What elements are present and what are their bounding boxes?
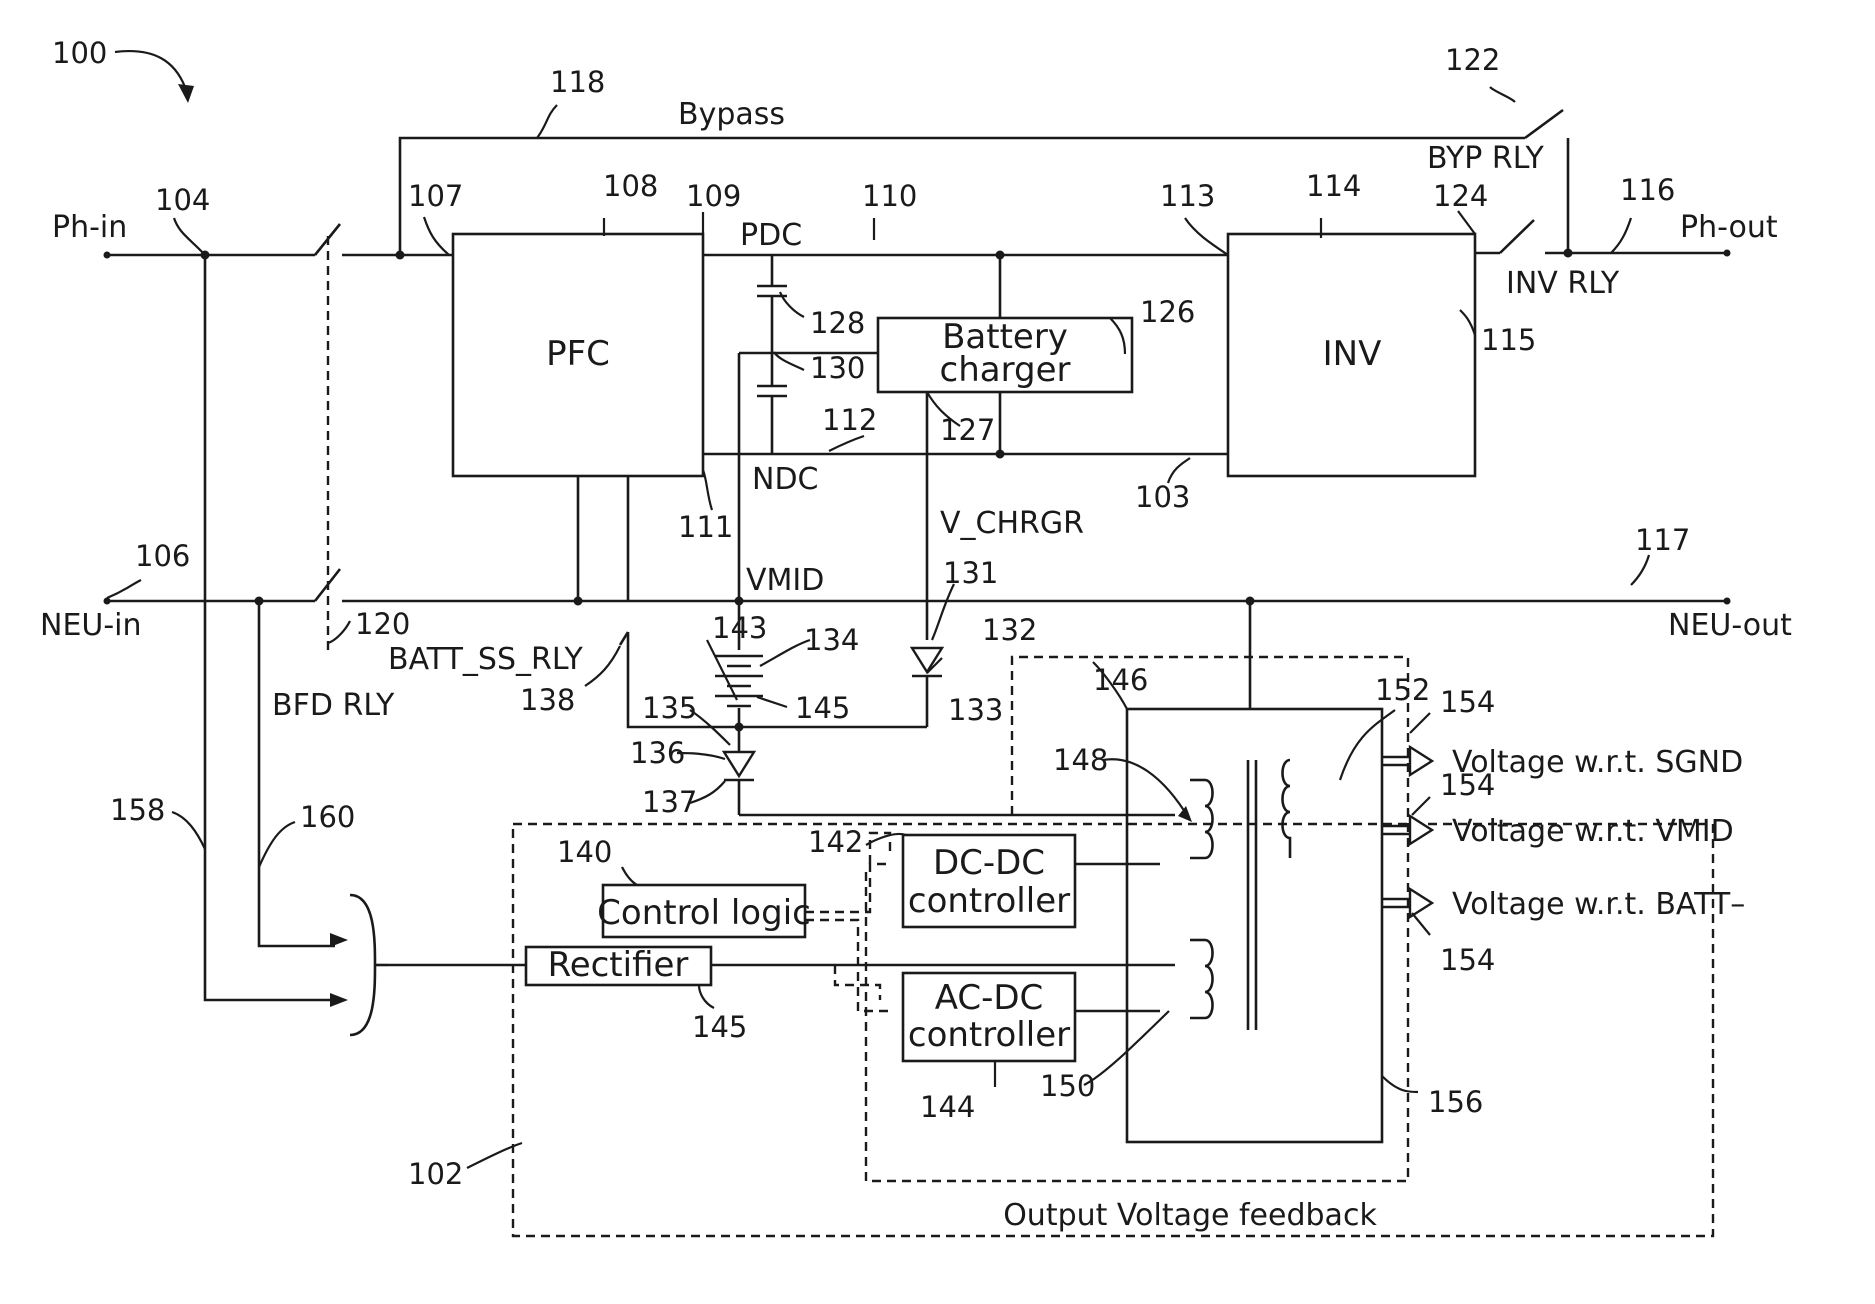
reference-numerals: 100 104 106 107 108 109 110 111 112 113 … — [52, 36, 1690, 1191]
control-logic-label: Control logic — [597, 893, 811, 933]
rectifier-label: Rectifier — [548, 945, 689, 985]
output-label-batt: Voltage w.r.t. BATT– — [1452, 887, 1745, 922]
rectifier-block: Rectifier — [526, 945, 711, 985]
acdc-controller-block: AC-DC controller — [903, 973, 1075, 1061]
output-labels: Voltage w.r.t. SGND Voltage w.r.t. VMID … — [1003, 745, 1745, 1233]
ref-pdc-rail: 110 — [862, 179, 917, 213]
ref-ph-out-node: 116 — [1620, 173, 1675, 207]
ref-pfc-out-p: 109 — [686, 179, 741, 213]
byp-rly-label: BYP RLY — [1427, 141, 1544, 176]
ref-neu-out-node: 117 — [1635, 523, 1690, 557]
ref-neu-in-node: 106 — [135, 539, 190, 573]
ref-wire-b: 160 — [300, 800, 355, 834]
transformer-block — [1127, 709, 1382, 1142]
inv-label: INV — [1323, 334, 1382, 374]
ref-control-logic: 140 — [557, 835, 612, 869]
ref-pfc: 108 — [603, 169, 658, 203]
ref-batt-relay: 138 — [520, 683, 575, 717]
ref-diode2: 136 — [630, 736, 685, 770]
v-chrgr-label: V_CHRGR — [940, 506, 1084, 541]
ref-inv: 114 — [1306, 169, 1361, 203]
batt-ss-rly-label: BATT_SS_RLY — [388, 642, 584, 677]
charger-label-line2: charger — [940, 350, 1071, 390]
winding-ac — [1190, 940, 1213, 1018]
feedback-label: Output Voltage feedback — [1003, 1198, 1377, 1233]
dcdc-controller-block: DC-DC controller — [903, 835, 1075, 927]
ref-winding-ac: 150 — [1040, 1069, 1095, 1103]
ref-winding-secondary: 152 — [1375, 673, 1430, 707]
ref-cap-top: 128 — [810, 306, 865, 340]
ref-inv-out: 115 — [1481, 323, 1536, 357]
acdc-label-line1: AC-DC — [935, 978, 1044, 1018]
ref-transformer: 146 — [1093, 663, 1148, 697]
ref-cap-bottom: 130 — [810, 351, 865, 385]
pdc-label: PDC — [740, 218, 802, 253]
ref-feedback: 156 — [1428, 1085, 1483, 1119]
bfd-rly-label: BFD RLY — [272, 688, 395, 723]
acdc-label-line2: controller — [908, 1015, 1070, 1055]
control-logic-block: Control logic — [597, 885, 811, 937]
ref-diode2-a: 135 — [642, 691, 697, 725]
ref-power-supply: 102 — [408, 1157, 463, 1191]
ref-bfd-relay: 120 — [355, 607, 410, 641]
output-label-sgnd: Voltage w.r.t. SGND — [1452, 745, 1743, 780]
bypass-label: Bypass — [678, 97, 785, 132]
ref-battery-bottom: 145 — [795, 691, 850, 725]
ref-outputs-bottom: 154 — [1440, 943, 1495, 977]
battery-134 — [715, 656, 763, 706]
ref-winding-primary: 148 — [1053, 743, 1108, 777]
ref-ph-in-node: 104 — [155, 183, 210, 217]
ref-diode-b: 133 — [948, 693, 1003, 727]
inverter-block: INV — [1228, 234, 1475, 476]
ph-out-label: Ph-out — [1680, 210, 1778, 245]
ref-wire-a: 158 — [110, 793, 165, 827]
ref-charger-out: 127 — [940, 413, 995, 447]
ref-acdc: 144 — [920, 1090, 975, 1124]
wiring — [107, 110, 1727, 1011]
ref-pfc-out-n: 111 — [678, 510, 733, 544]
input-brace — [350, 895, 375, 1035]
neu-in-label: NEU-in — [40, 608, 142, 643]
pfc-block: PFC — [453, 234, 703, 476]
ph-in-label: Ph-in — [52, 210, 127, 245]
ref-outputs-top: 154 — [1440, 685, 1495, 719]
inv-rly-label: INV RLY — [1506, 266, 1620, 301]
ref-diode2-b: 137 — [642, 785, 697, 819]
ref-diode: 132 — [982, 613, 1037, 647]
ref-byp-relay: 122 — [1445, 43, 1500, 77]
ref-ndc-rail: 112 — [822, 403, 877, 437]
ndc-label: NDC — [752, 462, 819, 497]
output-label-vmid: Voltage w.r.t. VMID — [1452, 814, 1734, 849]
ref-inv-relay: 124 — [1433, 179, 1488, 213]
winding-secondary — [1283, 760, 1291, 858]
ref-pfc-in: 107 — [408, 179, 463, 213]
ref-inv-in-n: 103 — [1135, 480, 1190, 514]
winding-primary — [1190, 780, 1213, 858]
neu-out-label: NEU-out — [1668, 608, 1792, 643]
junction-dots — [104, 249, 1731, 732]
ref-outputs-mid: 154 — [1440, 768, 1495, 802]
pfc-label: PFC — [546, 334, 610, 374]
dcdc-label-line1: DC-DC — [933, 843, 1045, 883]
ref-diode-a: 131 — [943, 556, 998, 590]
ref-inv-in-p: 113 — [1160, 179, 1215, 213]
ref-dcdc: 142 — [808, 825, 863, 859]
ref-battery: 134 — [804, 623, 859, 657]
ref-battery-top: 143 — [712, 611, 767, 645]
ref-fig: 100 — [52, 36, 107, 70]
diode-136 — [724, 752, 754, 780]
battery-charger-block: Battery charger — [878, 317, 1132, 392]
dcdc-label-line2: controller — [908, 881, 1070, 921]
vmid-label: VMID — [746, 563, 824, 598]
ref-charger: 126 — [1140, 295, 1195, 329]
ref-bypass: 118 — [550, 65, 605, 99]
ref-rectifier: 145 — [692, 1010, 747, 1044]
